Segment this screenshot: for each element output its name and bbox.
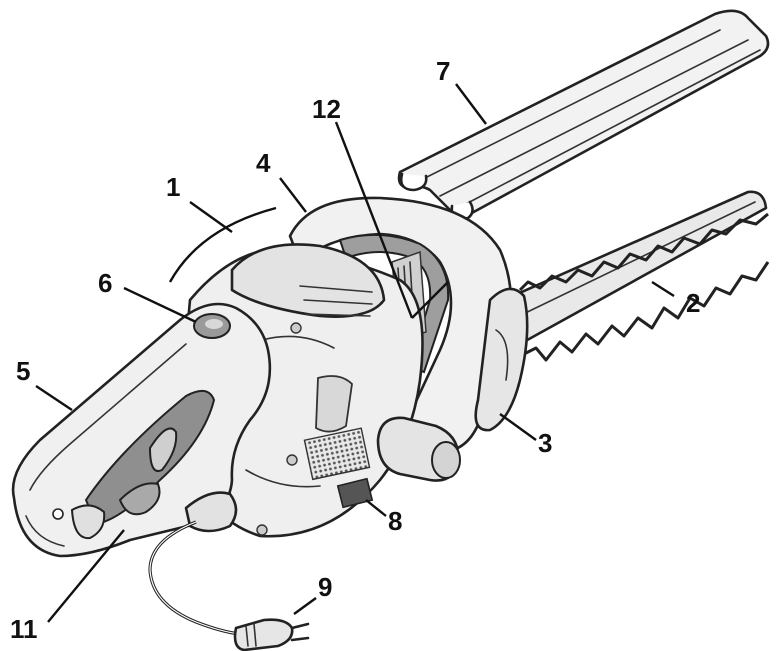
leader-lines (35, 83, 675, 623)
callout-1: 1 (166, 172, 180, 202)
callout-2: 2 (686, 288, 700, 318)
rear-handle (11, 302, 272, 558)
callout-3: 3 (538, 428, 552, 458)
rating-label (336, 477, 374, 509)
power-cord (148, 491, 310, 651)
gearbox-housing (474, 287, 529, 432)
rear-trigger (118, 482, 161, 516)
callout-labels: 1 2 3 4 5 6 7 8 9 11 12 (10, 56, 700, 644)
callout-7: 7 (436, 56, 450, 86)
cutting-blade (506, 190, 770, 362)
callout-4: 4 (256, 148, 271, 178)
rotation-arc (168, 206, 277, 283)
air-vents (303, 427, 371, 481)
plug (233, 618, 310, 651)
lock-off-button (193, 313, 231, 339)
blade-guard (397, 9, 770, 221)
callout-5: 5 (16, 356, 30, 386)
callout-12: 12 (312, 94, 341, 124)
callout-11: 11 (10, 614, 38, 644)
callout-9: 9 (318, 572, 332, 602)
callout-8: 8 (388, 506, 402, 536)
callout-6: 6 (98, 268, 112, 298)
handle-knob (376, 416, 461, 482)
